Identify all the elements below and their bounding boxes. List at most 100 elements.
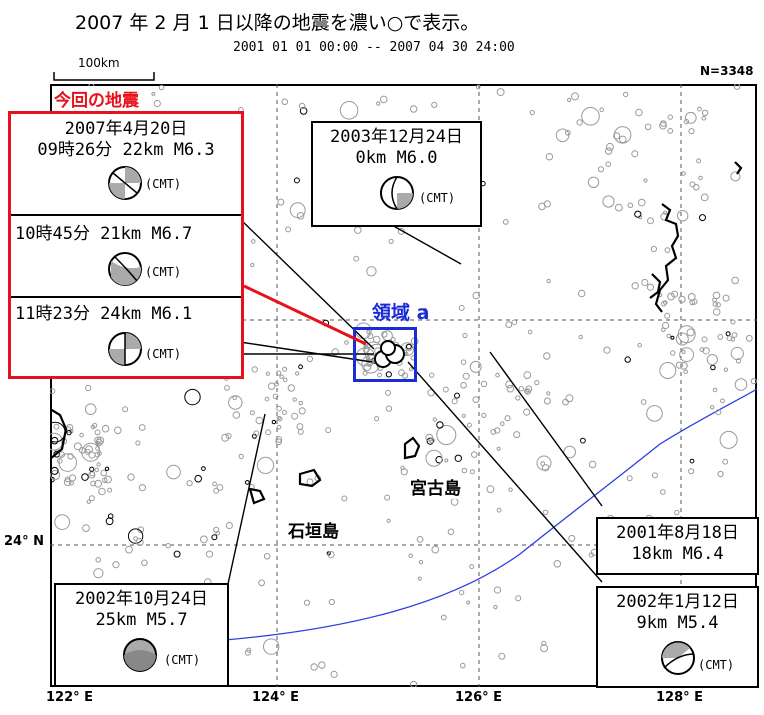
epicenter-circle (674, 509, 680, 516)
epicenter-circle (250, 262, 255, 268)
epicenter-circle (667, 292, 675, 301)
epicenter-circle (256, 456, 275, 474)
epicenter-circle (328, 598, 335, 606)
epicenter-circle (53, 450, 61, 458)
epicenter-circle (293, 177, 300, 184)
epicenter-circle (454, 454, 462, 462)
epicenter-circle (93, 568, 104, 579)
epicenter-circle (101, 424, 110, 433)
event-detail: 09時26分 22km M6.3 (37, 140, 215, 160)
epicenter-circle (105, 517, 114, 526)
epicenter-circle (529, 110, 535, 116)
epicenter-circle (292, 397, 297, 402)
epicenter-circle (515, 595, 522, 602)
event-date: 2002年10月24日 (75, 589, 208, 609)
epicenter-circle (184, 388, 201, 406)
epicenter-circle (712, 387, 718, 393)
epicenter-circle (571, 92, 579, 101)
epicenter-circle (166, 464, 181, 480)
epicenter-circle (664, 312, 671, 319)
epicenter-circle (249, 410, 255, 416)
epicenter-circle (679, 347, 694, 363)
epicenter-circle (66, 429, 72, 436)
epicenter-circle (151, 91, 156, 96)
epicenter-circle (96, 441, 101, 445)
epicenter-circle (88, 471, 96, 479)
epicenter-circle (458, 304, 465, 311)
epicenter-circle (377, 372, 382, 378)
epicenter-circle (366, 266, 377, 277)
epicenter-circle (684, 111, 697, 124)
epicenter-circle (50, 466, 59, 475)
cmt-label: (CMT) (145, 265, 182, 279)
event-date: 2002年1月12日 (616, 592, 739, 612)
epicenter-circle (588, 460, 597, 469)
epicenter-circle (67, 453, 74, 460)
epicenter-circle (173, 550, 181, 558)
epicenter-circle (379, 95, 388, 104)
epicenter-circle (410, 680, 418, 687)
epicenter-circle (135, 538, 144, 546)
epicenter-circle (689, 458, 695, 464)
epicenter-circle (623, 91, 629, 98)
epicenter-circle (451, 398, 458, 405)
epicenter-circle (285, 226, 292, 233)
epicenter-circle (287, 384, 296, 392)
epicenter-circle (386, 518, 391, 523)
epicenter-circle (84, 449, 91, 455)
past-event-2003-12-24: 2003年12月24日 0km M6.0 (CMT) (311, 121, 482, 227)
epicenter-circle (677, 210, 689, 222)
epicenter-circle (644, 123, 652, 131)
epicenter-circle (125, 545, 133, 554)
epicenter-circle (734, 378, 748, 391)
current-event-2: 10時45分 21km M6.7 (CMT) (11, 216, 241, 298)
epicenter-circle (327, 551, 335, 559)
region-a-box[interactable] (353, 327, 417, 382)
epicenter-circle (85, 384, 92, 392)
epicenter-circle (581, 107, 600, 126)
epicenter-circle (400, 468, 408, 476)
event-detail: 0km M6.0 (355, 148, 438, 168)
epicenter-circle (604, 147, 613, 155)
epicenter-circle (90, 424, 96, 430)
epicenter-circle (545, 153, 554, 161)
epicenter-circle (79, 432, 84, 438)
epicenter-circle (469, 564, 475, 570)
epicenter-circle (408, 367, 413, 372)
epicenter-circle (228, 395, 243, 410)
epicenter-circle (89, 466, 95, 472)
epicenter-circle (534, 380, 540, 386)
epicenter-circle (138, 424, 146, 431)
epicenter-circle (745, 334, 753, 342)
epicenter-circle (325, 427, 332, 434)
epicenter-circle (599, 107, 605, 113)
epicenter-circle (50, 388, 56, 395)
epicenter-circle (698, 175, 703, 181)
epicenter-circle (98, 487, 106, 496)
epicenter-circle (578, 334, 583, 340)
lon-tick-126: 126° E (455, 690, 503, 705)
epicenter-circle (717, 334, 724, 340)
epicenter-circle (504, 415, 511, 422)
epicenter-circle (735, 358, 742, 364)
epicenter-circle (298, 407, 306, 415)
red-pointer (243, 284, 367, 346)
epicenter-circle (263, 553, 271, 560)
epicenter-circle (730, 319, 736, 325)
epicenter-circle (513, 431, 521, 439)
epicenter-circle (246, 647, 252, 653)
epicenter-circle (297, 428, 304, 435)
epicenter-circle (253, 430, 260, 437)
epicenter-circle (263, 638, 280, 655)
epicenter-circle (681, 349, 686, 354)
epicenter-circle (221, 433, 230, 442)
epicenter-circle (688, 128, 695, 135)
epicenter-circle (158, 84, 165, 91)
epicenter-circle (496, 446, 501, 451)
time-range: 2001 01 01 00:00 -- 2007 04 30 24:00 (233, 40, 515, 55)
epicenter-circle (523, 371, 532, 380)
epicenter-circle (546, 391, 551, 396)
epicenter-circle (281, 98, 289, 106)
event-detail: 11時23分 24km M6.1 (15, 304, 193, 324)
epicenter-circle (613, 132, 621, 140)
